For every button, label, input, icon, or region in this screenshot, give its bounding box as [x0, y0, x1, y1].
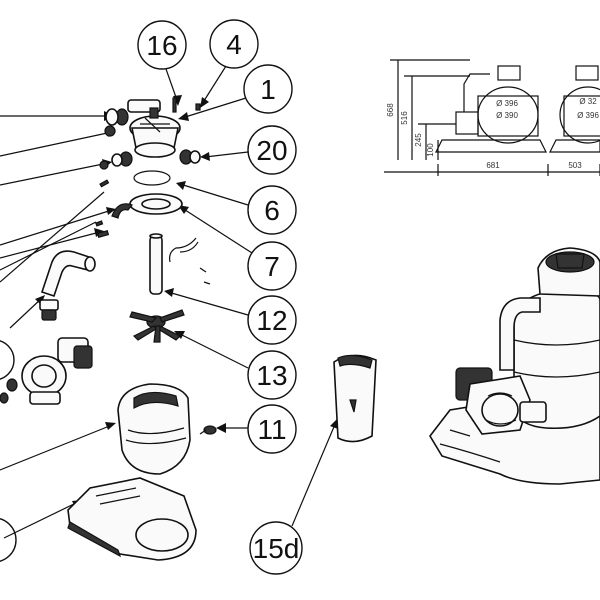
hose-pipe-part [40, 250, 96, 298]
dimension-drawing: 668 516 245 100 Ø 396 Ø 390 Ø 32 Ø 396 6… [384, 59, 600, 176]
callout-1-label: 1 [260, 74, 276, 105]
dim-height-base: 100 [426, 143, 435, 157]
dim-height-tank: 516 [400, 111, 409, 125]
flange-part [111, 193, 183, 219]
callout-11-label: 11 [257, 414, 286, 445]
assembled-filter-unit [429, 247, 600, 485]
callout-4-label: 4 [226, 29, 242, 60]
callout-16-label: 16 [146, 30, 177, 61]
base-plate-part [67, 477, 197, 561]
callout-7: 7 [247, 241, 297, 291]
callout-7-label: 7 [264, 251, 280, 282]
standpipe-part [149, 233, 163, 295]
callout-12-label: 12 [256, 305, 287, 336]
leader-lines [0, 65, 338, 539]
callout-12: 12 [247, 295, 297, 345]
dim-width-side: 503 [568, 161, 582, 170]
pump-part [0, 337, 93, 405]
callout-13-label: 13 [256, 360, 287, 391]
callout-20-label: 20 [256, 135, 287, 166]
callout-15d-label: 15d [253, 533, 300, 564]
edge-callout-partial [0, 340, 17, 562]
callout-4: 4 [209, 19, 259, 69]
callout-6-label: 6 [264, 195, 280, 226]
multiport-valve-part [127, 99, 181, 158]
clip-parts [95, 179, 110, 238]
callout-20: 20 [247, 125, 297, 175]
tank-housing-part [117, 383, 191, 475]
dim-dia-outer: Ø 396 [496, 99, 518, 108]
dim-dia-inner: Ø 390 [496, 111, 518, 120]
valve-fittings [99, 97, 201, 170]
dim-height-total: 668 [386, 103, 395, 117]
callout-11: 11 [247, 404, 297, 454]
bent-pipe-small-part [169, 237, 211, 285]
small-part-11 [199, 425, 217, 435]
o-ring-part [133, 170, 171, 186]
callout-1: 1 [243, 64, 293, 114]
dim-dia-pipe: Ø 32 [579, 97, 597, 106]
dim-dia-right: Ø 396 [577, 111, 599, 120]
dim-height-valve: 245 [414, 133, 423, 147]
laterals-part [129, 309, 185, 343]
dim-width-front: 681 [486, 161, 500, 170]
callout-6: 6 [247, 185, 297, 235]
callout-16: 16 [137, 20, 187, 70]
callout-13: 13 [247, 350, 297, 400]
strainer-fitting-part [39, 299, 59, 321]
sleeve-part-15d [333, 354, 377, 443]
callout-15d: 15d [249, 521, 303, 575]
